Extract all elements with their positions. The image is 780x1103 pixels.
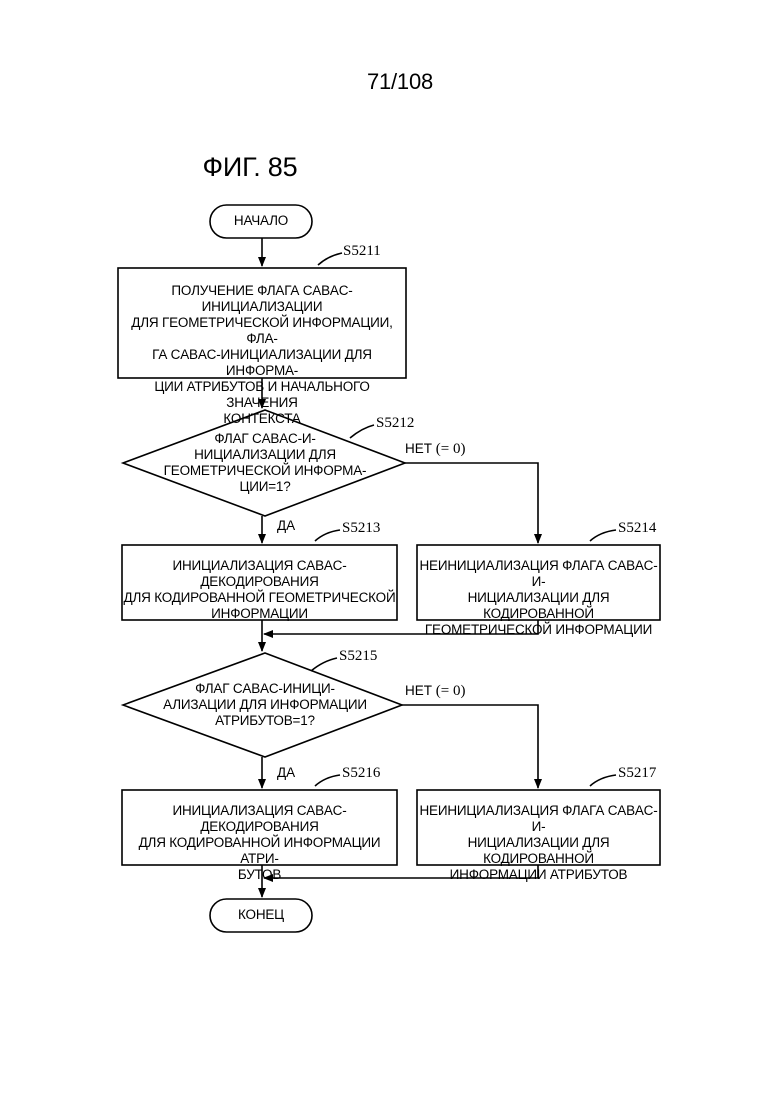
branch-yes-s5212: ДА xyxy=(277,518,295,533)
branch-no-label: НЕТ xyxy=(405,441,432,456)
branch-no-s5215: НЕТ (= 0) xyxy=(405,683,465,700)
step-s5215-label: S5215 xyxy=(339,648,377,665)
page-number: 71/108 xyxy=(300,69,500,95)
branch-yes-s5215: ДА xyxy=(277,765,295,780)
leader-s5216 xyxy=(315,775,340,786)
leader-s5217 xyxy=(590,775,616,786)
step-s5211-text: ПОЛУЧЕНИЕ ФЛАГА CABAC-ИНИЦИАЛИЗАЦИИ ДЛЯ … xyxy=(118,283,406,427)
branch-no-value: (= 0) xyxy=(436,683,466,699)
step-s5215-text: ФЛАГ CABAC-ИНИЦИ- АЛИЗАЦИИ ДЛЯ ИНФОРМАЦИ… xyxy=(160,681,370,729)
branch-no-value: (= 0) xyxy=(436,441,466,457)
leader-s5214 xyxy=(590,530,616,541)
step-s5214-label: S5214 xyxy=(618,520,656,537)
step-s5216-text: ИНИЦИАЛИЗАЦИЯ CABAC-ДЕКОДИРОВАНИЯ ДЛЯ КО… xyxy=(122,803,397,883)
flow-s5215-no xyxy=(402,705,538,788)
step-s5217-label: S5217 xyxy=(618,765,656,782)
leader-s5215 xyxy=(311,658,337,671)
step-s5211-label: S5211 xyxy=(343,243,381,260)
leader-s5213 xyxy=(315,530,340,541)
start-terminal-label: НАЧАЛО xyxy=(210,213,312,229)
leader-s5211 xyxy=(318,253,342,265)
figure-title: ФИГ. 85 xyxy=(170,150,330,184)
end-terminal-label: КОНЕЦ xyxy=(210,907,312,923)
step-s5212-label: S5212 xyxy=(376,415,414,432)
branch-no-s5212: НЕТ (= 0) xyxy=(405,441,465,458)
step-s5217-text: НЕИНИЦИАЛИЗАЦИЯ ФЛАГА CABAC-И- НИЦИАЛИЗА… xyxy=(417,803,660,883)
flow-s5212-no xyxy=(405,463,538,543)
step-s5214-text: НЕИНИЦИАЛИЗАЦИЯ ФЛАГА CABAC-И- НИЦИАЛИЗА… xyxy=(417,558,660,638)
step-s5212-text: ФЛАГ CABAC-И- НИЦИАЛИЗАЦИИ ДЛЯ ГЕОМЕТРИЧ… xyxy=(160,431,370,495)
step-s5216-label: S5216 xyxy=(342,765,380,782)
step-s5213-label: S5213 xyxy=(342,520,380,537)
step-s5213-text: ИНИЦИАЛИЗАЦИЯ CABAC-ДЕКОДИРОВАНИЯ ДЛЯ КО… xyxy=(122,558,397,622)
branch-no-label: НЕТ xyxy=(405,683,432,698)
